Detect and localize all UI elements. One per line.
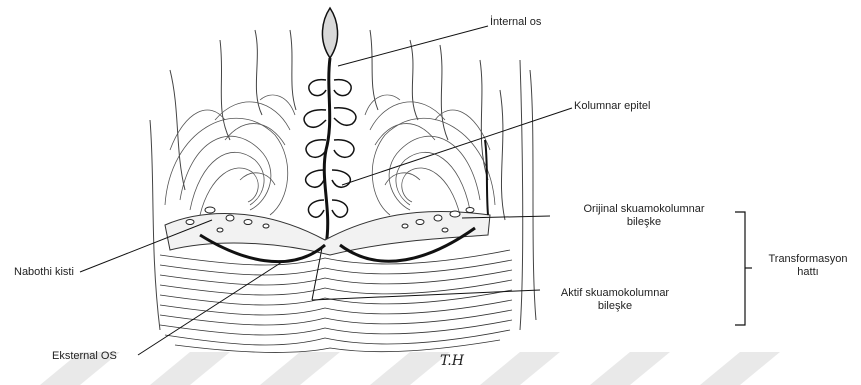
endocervical-canal [304, 8, 356, 245]
label-transformasyon: Transformasyon hattı [756, 253, 860, 279]
label-orijinal-line1: Orijinal skuamokolumnar [556, 203, 732, 216]
label-aktif-line1: Aktif skuamokolumnar [540, 287, 690, 300]
label-aktif-line2: bileşke [540, 300, 690, 313]
transformation-bracket [735, 212, 752, 325]
label-orijinal: Orijinal skuamokolumnar bileşke [556, 203, 732, 229]
label-orijinal-line2: bileşke [556, 216, 732, 229]
right-gland-swirls [365, 95, 495, 215]
leader-aktif-top [312, 248, 322, 300]
label-nabothi: Nabothi kisti [14, 266, 74, 279]
label-kolumnar-epitel: Kolumnar epitel [574, 100, 650, 113]
squamous-epithelium [160, 250, 512, 352]
label-eksternal-os: Eksternal OS [52, 350, 117, 363]
stroma-strokes [150, 30, 536, 330]
label-transformasyon-line2: hattı [756, 266, 860, 279]
watermark-chevrons [40, 352, 780, 385]
left-gland-swirls [165, 95, 295, 215]
label-aktif: Aktif skuamokolumnar bileşke [540, 287, 690, 313]
label-transformasyon-line1: Transformasyon [756, 253, 860, 266]
label-internal-os: İnternal os [490, 16, 541, 29]
artist-initials: T.H [440, 353, 465, 369]
